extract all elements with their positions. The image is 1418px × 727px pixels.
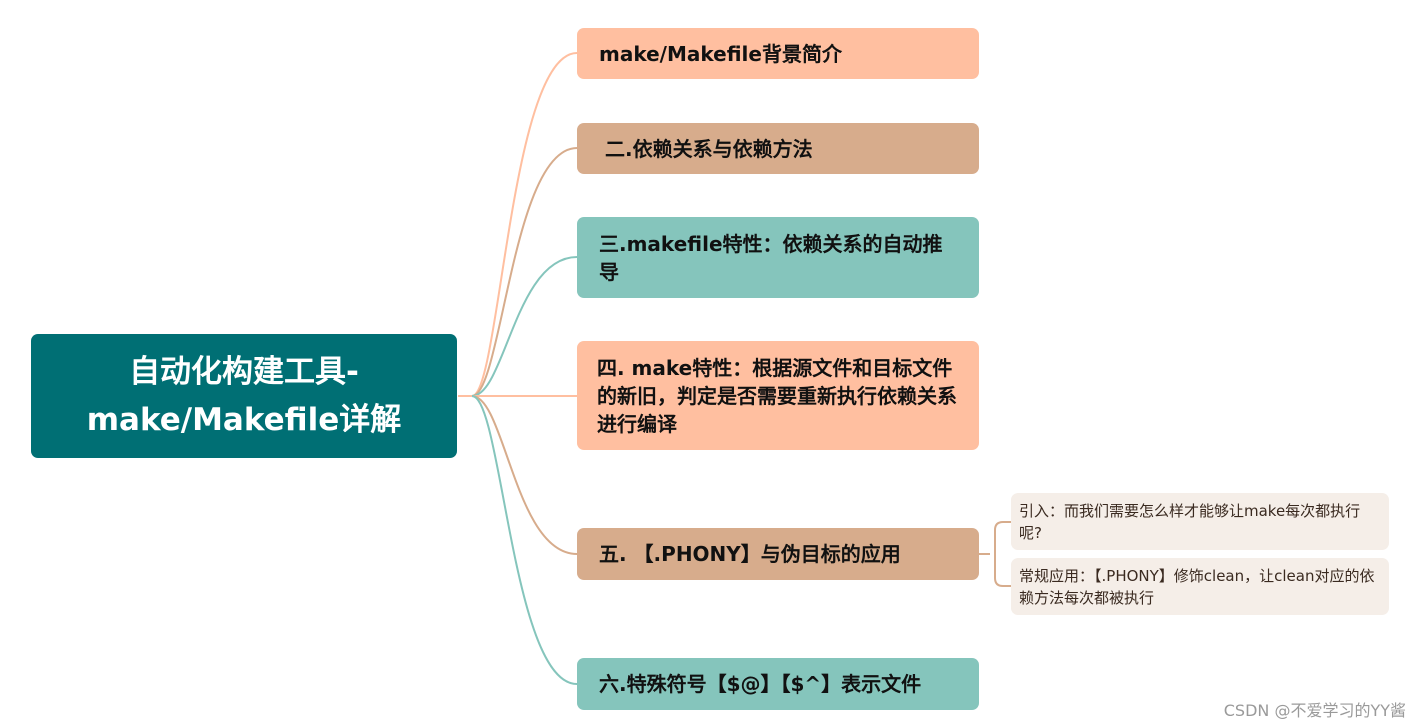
connector-2 bbox=[471, 147, 578, 397]
connector-sub bbox=[979, 521, 1011, 587]
branch-special-symbols[interactable]: 六.特殊符号【$@】【$^】表示文件 bbox=[577, 658, 979, 710]
subnode-usage[interactable]: 常规应用：【.PHONY】修饰clean，让clean对应的依赖方法每次都被执行 bbox=[1011, 558, 1389, 615]
branch-label: 四. make特性：根据源文件和目标文件的新旧，判定是否需要重新执行依赖关系进行… bbox=[597, 355, 957, 436]
branch-label: make/Makefile背景简介 bbox=[599, 41, 842, 66]
branch-label: 二.依赖关系与依赖方法 bbox=[605, 136, 813, 161]
subnode-intro[interactable]: 引入：而我们需要怎么样才能够让make每次都执行呢? bbox=[1011, 493, 1389, 550]
branch-background[interactable]: make/Makefile背景简介 bbox=[577, 28, 979, 79]
subnode-label: 常规应用：【.PHONY】修饰clean，让clean对应的依赖方法每次都被执行 bbox=[1019, 566, 1375, 607]
connector-3 bbox=[471, 256, 578, 397]
root-node[interactable]: 自动化构建工具-make/Makefile详解 bbox=[31, 334, 457, 458]
subnode-label: 引入：而我们需要怎么样才能够让make每次都执行呢? bbox=[1019, 501, 1361, 542]
branch-auto-derive[interactable]: 三.makefile特性：依赖关系的自动推导 bbox=[577, 217, 979, 298]
branch-make-feature[interactable]: 四. make特性：根据源文件和目标文件的新旧，判定是否需要重新执行依赖关系进行… bbox=[577, 341, 979, 450]
connector-5 bbox=[471, 395, 578, 555]
connector-6 bbox=[471, 395, 578, 685]
branch-label: 六.特殊符号【$@】【$^】表示文件 bbox=[599, 672, 922, 696]
branch-phony[interactable]: 五. 【.PHONY】与伪目标的应用 bbox=[577, 528, 979, 580]
branch-dependencies[interactable]: 二.依赖关系与依赖方法 bbox=[577, 123, 979, 174]
watermark: CSDN @不爱学习的YY酱 bbox=[1223, 701, 1406, 720]
branch-label: 五. 【.PHONY】与伪目标的应用 bbox=[599, 542, 901, 566]
connector-1 bbox=[458, 52, 578, 397]
root-title: 自动化构建工具-make/Makefile详解 bbox=[86, 354, 402, 438]
branch-label: 三.makefile特性：依赖关系的自动推导 bbox=[599, 231, 943, 284]
